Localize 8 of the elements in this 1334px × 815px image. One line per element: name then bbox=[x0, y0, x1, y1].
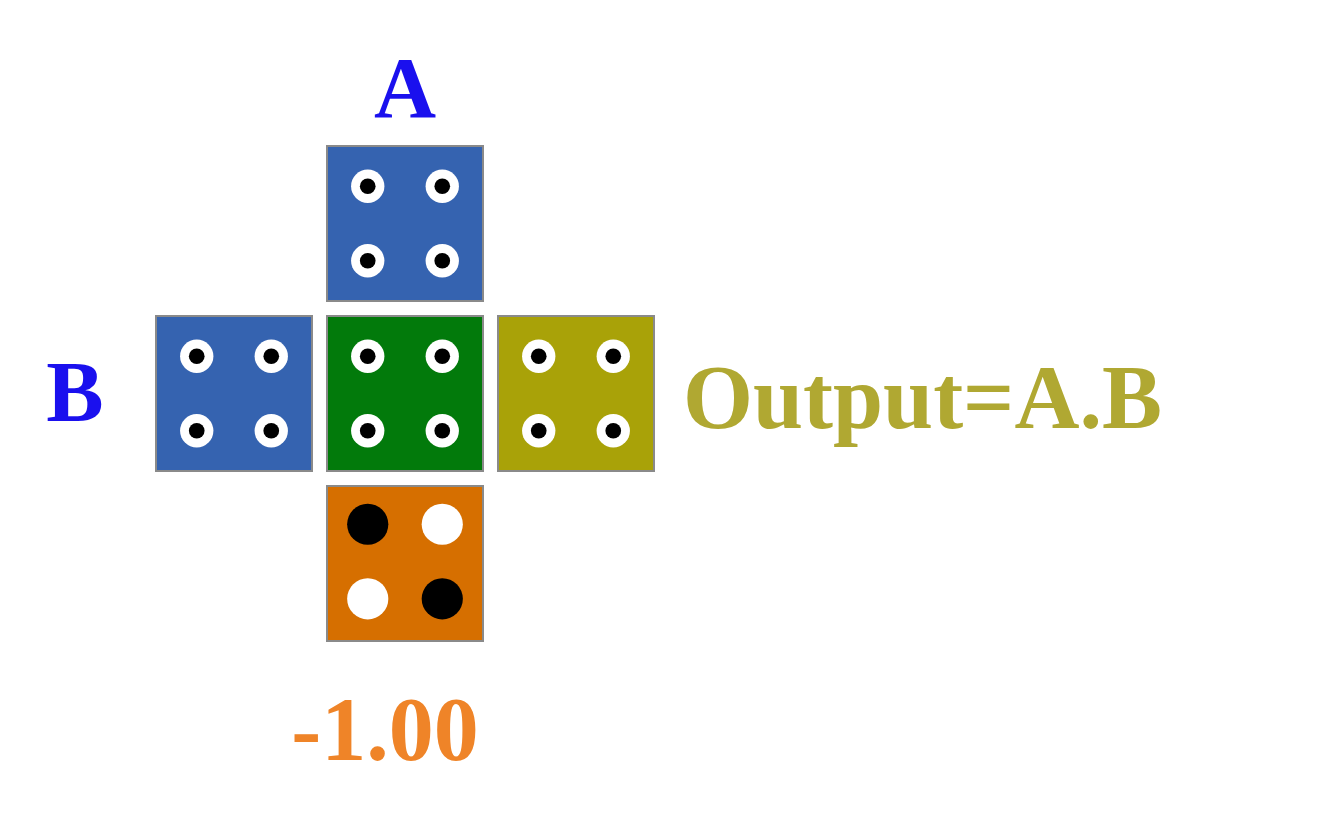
tile-label: B bbox=[46, 349, 104, 435]
tile-label: -1.00 bbox=[291, 685, 479, 775]
square-tile bbox=[326, 485, 484, 642]
square-tile bbox=[326, 315, 484, 472]
tile-label: A bbox=[373, 45, 437, 131]
square-tile bbox=[326, 145, 484, 302]
square-tile bbox=[155, 315, 313, 472]
square-tile bbox=[497, 315, 655, 472]
